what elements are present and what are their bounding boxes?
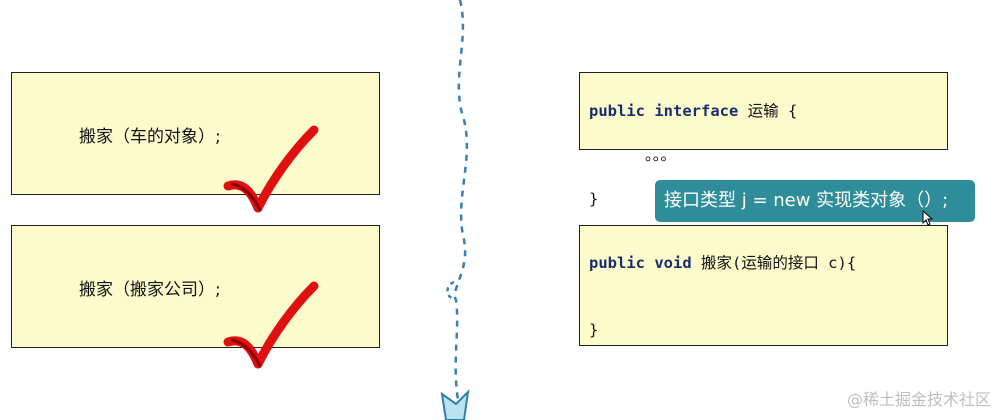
- keyword-interface: interface: [654, 102, 739, 120]
- mouse-cursor-icon: [922, 210, 934, 226]
- left-box-1: [11, 72, 380, 195]
- left-box-2: [11, 225, 380, 348]
- method-signature: public void 搬家(运输的接口 c){: [589, 252, 856, 274]
- keyword-void: void: [654, 254, 692, 272]
- keyword-public: public: [589, 102, 645, 120]
- interface-line-1: public interface 运输 {: [589, 100, 797, 122]
- left-box-1-text: 搬家（车的对象）;: [79, 127, 221, 147]
- watermark: @稀土掘金技术社区: [846, 390, 991, 409]
- method-close-brace: }: [589, 321, 599, 339]
- tooltip: 接口类型 j = new 实现类对象（）;: [655, 180, 975, 222]
- interface-name: 运输 {: [738, 102, 798, 120]
- dashed-divider: [446, 0, 469, 401]
- paper-plane-icon: [440, 389, 470, 420]
- interface-line-2: 。。。: [589, 146, 676, 164]
- interface-line-3: }: [589, 190, 599, 208]
- method-name: 搬家(运输的接口 c){: [691, 254, 857, 272]
- interface-code: public interface 运输 { 。。。 }: [589, 78, 797, 232]
- keyword-public: public: [589, 254, 645, 272]
- method-code: public void 搬家(运输的接口 c){: [589, 230, 856, 296]
- interface-code-box: [579, 72, 948, 150]
- left-box-2-text: 搬家（搬家公司）;: [79, 280, 221, 300]
- method-code-box: [579, 225, 948, 346]
